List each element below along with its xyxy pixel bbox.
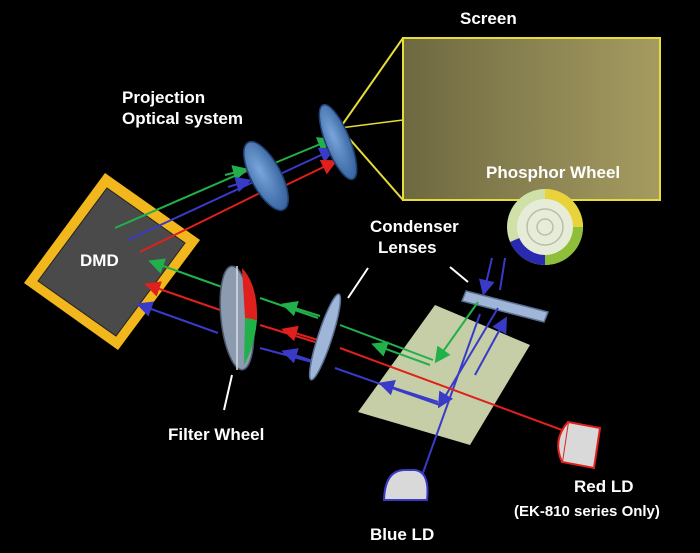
projection-lens-2 [318, 103, 358, 181]
main-path-beams [136, 258, 563, 431]
condenser-lens [308, 293, 342, 381]
dichroic-mirror [358, 305, 530, 445]
filter-wheel-leader [223, 374, 233, 411]
label-condenser-2: Lenses [378, 238, 437, 257]
label-projection-2: Optical system [122, 109, 243, 128]
label-filter-wheel: Filter Wheel [168, 425, 264, 444]
filter-wheel [219, 265, 258, 371]
label-red-ld: Red LD [574, 477, 634, 496]
condenser-leader-2 [449, 266, 469, 283]
label-screen: Screen [460, 9, 517, 28]
label-phosphor-wheel: Phosphor Wheel [486, 163, 620, 182]
label-red-ld-note: (EK-810 series Only) [514, 503, 660, 520]
label-projection-1: Projection [122, 88, 205, 107]
condenser-leader [347, 267, 369, 299]
blue-ld [382, 469, 429, 501]
label-condenser-1: Condenser [370, 217, 459, 236]
projection-lens-1 [243, 140, 289, 212]
condenser-plate-upper [460, 290, 550, 323]
red-ld [557, 420, 602, 470]
screen [339, 37, 661, 201]
phosphor-wheel [507, 189, 583, 266]
label-dmd: DMD [80, 251, 119, 270]
label-blue-ld: Blue LD [370, 525, 434, 544]
phosphor-beams [414, 257, 507, 496]
